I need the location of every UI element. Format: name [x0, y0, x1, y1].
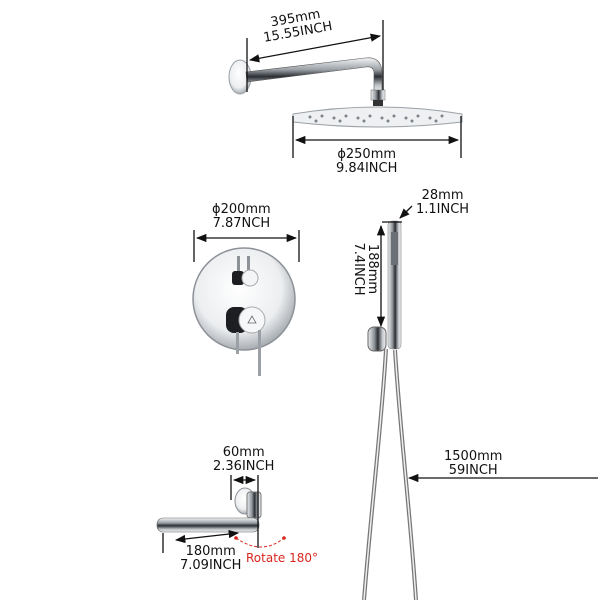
head-inch: 9.84INCH	[336, 161, 398, 176]
spout-depth-inch: 2.36INCH	[213, 459, 275, 474]
spout-length-mm: 180mm	[185, 544, 236, 559]
hose-mm: 1500mm	[444, 449, 503, 464]
head-dimension-lines	[292, 116, 462, 158]
handheld-diameter-label: 28mm 1.1INCH	[416, 189, 469, 217]
valve-dimension-label: ϕ200mm 7.87NCH	[212, 203, 271, 231]
spout-length-label: 180mm 7.09INCH	[180, 545, 241, 573]
hose-inch: 59INCH	[448, 463, 498, 478]
arm-dimension-lines	[246, 20, 384, 92]
handheld-diameter-inch: 1.1INCH	[416, 202, 470, 217]
handheld-length-inch: 7.4INCH	[351, 242, 366, 296]
valve-dimension-lines	[193, 230, 300, 262]
shower-arm-drawing	[228, 57, 386, 106]
handheld-shower-drawing	[362, 220, 418, 600]
head-mm: ϕ250mm	[337, 147, 397, 162]
valve-mm: ϕ200mm	[212, 202, 271, 217]
spout-dimension-lines	[162, 475, 259, 553]
rotate-annotation: Rotate 180°	[246, 551, 319, 565]
handheld-length-mm: 188mm	[365, 243, 380, 295]
spout-depth-label: 60mm 2.36INCH	[213, 446, 274, 474]
handheld-dimension-lines	[376, 205, 598, 483]
spout-depth-mm: 60mm	[222, 445, 265, 460]
handheld-diameter-mm: 28mm	[421, 188, 464, 203]
valve-trim-drawing	[192, 247, 296, 376]
tub-spout-drawing	[156, 487, 262, 533]
rain-shower-head-drawing	[292, 106, 463, 128]
handheld-length-label: 188mm 7.4INCH	[351, 234, 380, 304]
valve-inch: 7.87NCH	[212, 216, 271, 231]
head-dimension-label: ϕ250mm 9.84INCH	[336, 148, 397, 176]
spout-length-inch: 7.09INCH	[180, 558, 242, 573]
hose-dimension-label: 1500mm 59INCH	[444, 450, 502, 478]
rotate-arc-icon	[235, 537, 285, 548]
